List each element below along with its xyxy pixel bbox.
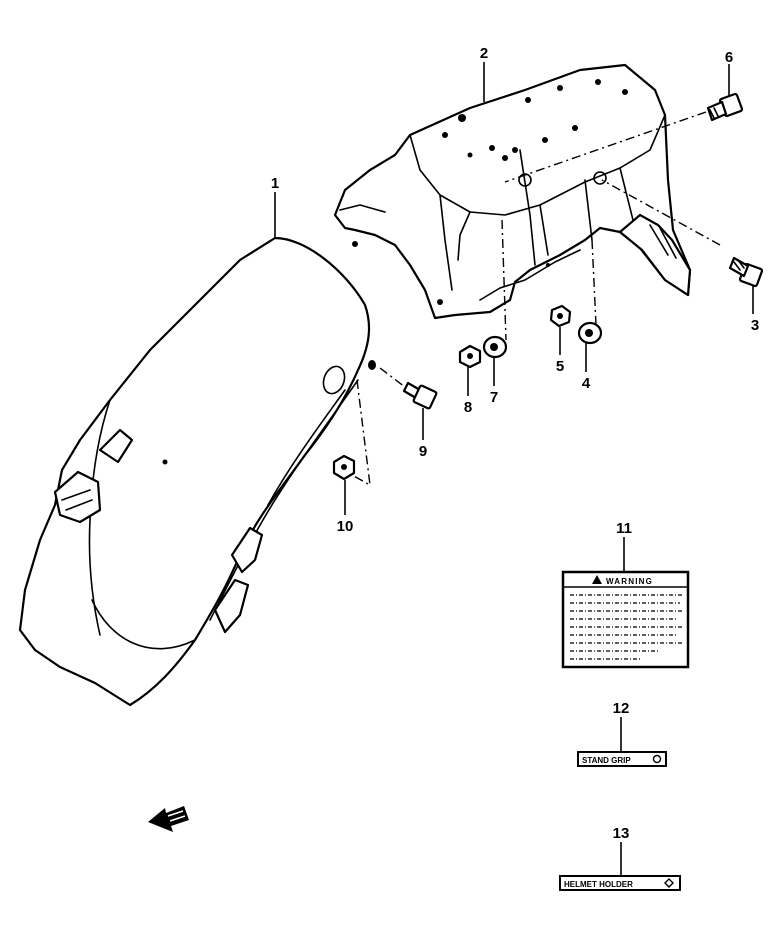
callout-6: 6 — [725, 49, 733, 66]
callout-2: 2 — [480, 45, 488, 62]
warning-triangle-icon — [592, 575, 602, 584]
front-direction-arrow-icon — [148, 806, 189, 832]
callout-1: 1 — [271, 175, 279, 192]
helmet-holder-label: HELMET HOLDER — [559, 875, 681, 891]
stand-grip-circle-icon — [652, 754, 662, 764]
nut-8 — [458, 344, 482, 369]
assembly-line-9 — [379, 367, 406, 388]
callout-numbers: 1 2 3 4 5 6 7 8 9 10 11 12 13 — [271, 45, 759, 842]
leader-lines — [274, 62, 754, 876]
rear-fender — [18, 236, 376, 707]
bolt-6 — [706, 92, 744, 122]
assembly-line-6 — [504, 111, 707, 183]
assembly-line-3 — [601, 179, 721, 246]
helmet-holder-diamond-icon — [664, 878, 674, 888]
stand-grip-text: STAND GRIP — [582, 756, 631, 765]
washer-4 — [577, 321, 603, 345]
fender-housing — [333, 63, 692, 320]
nut-10 — [332, 454, 356, 481]
callout-11: 11 — [616, 520, 632, 537]
stand-grip-label: STAND GRIP — [577, 751, 667, 767]
callout-12: 12 — [613, 700, 630, 717]
warning-text-lines — [570, 594, 682, 660]
assembly-line-7 — [501, 219, 507, 341]
callout-8: 8 — [464, 399, 472, 416]
assembly-line-10 — [351, 379, 371, 487]
callout-9: 9 — [419, 443, 427, 460]
warning-label-title: WARNING — [606, 577, 653, 586]
callout-4: 4 — [582, 375, 591, 392]
callout-3: 3 — [751, 317, 759, 334]
bolt-9 — [402, 381, 438, 410]
bolt-3 — [728, 256, 764, 288]
callout-13: 13 — [613, 825, 630, 842]
nut-5 — [549, 304, 572, 328]
callout-10: 10 — [337, 518, 354, 535]
warning-label: WARNING — [561, 570, 690, 669]
callout-7: 7 — [490, 389, 498, 406]
callout-5: 5 — [556, 358, 564, 375]
assembly-line-4 — [591, 239, 597, 326]
washer-7 — [482, 335, 508, 359]
helmet-holder-text: HELMET HOLDER — [564, 880, 633, 889]
